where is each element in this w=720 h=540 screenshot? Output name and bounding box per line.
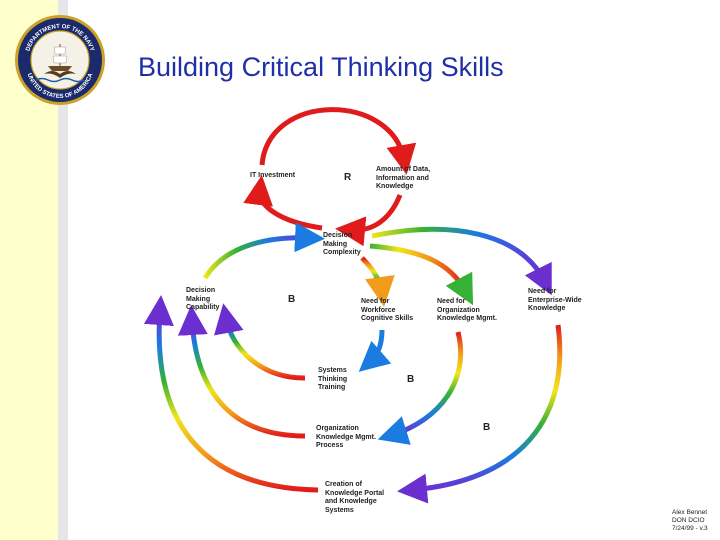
arrow-complexity-to-enterprise (371, 226, 552, 296)
node-amount-of-data: Amount of Data, Information and Knowledg… (376, 166, 431, 190)
slide-footer: Alex Bennet DON DCIO 7/24/99 - v.3 (672, 509, 708, 532)
navy-seal-logo: DEPARTMENT OF THE NAVY UNITED STATES OF … (15, 15, 105, 105)
arrow-workforce-to-systems (358, 329, 392, 372)
node-decision-capability: Decision Making Capability (186, 287, 220, 311)
loop-label-b2: B (407, 374, 415, 385)
loop-label-r: R (344, 172, 352, 183)
arrow-data-to-complexity (335, 194, 403, 247)
node-systems-thinking: Systems Thinking Training (318, 367, 348, 391)
arrow-portal-to-capability (143, 295, 319, 493)
arrow-complexity-to-orgkm (369, 243, 474, 306)
arrow-process-to-capability (177, 305, 306, 439)
loop-label-b3: B (483, 422, 491, 433)
sidebar-divider (58, 0, 68, 540)
arrow-capability-to-complexity (202, 222, 325, 280)
node-knowledge-portal: Creation of Knowledge Portal and Knowled… (325, 481, 385, 514)
slide-title: Building Critical Thinking Skills (138, 52, 504, 82)
node-decision-complexity: Decision Making Complexity (323, 232, 361, 256)
node-need-enterprise: Need for Enterprise-Wide Knowledge (528, 288, 582, 312)
node-org-km-process: Organization Knowledge Mgmt. Process (316, 425, 376, 449)
arrow-orgkm-to-process (377, 331, 464, 445)
arrow-enterprise-to-portal (397, 324, 563, 504)
node-need-workforce: Need for Workforce Cognitive Skills (361, 298, 414, 322)
arrow-it-to-data (259, 107, 417, 175)
node-it-investment: IT Investment (250, 172, 296, 179)
arrow-complexity-to-workforce (360, 256, 395, 307)
loop-label-b1: B (288, 294, 296, 305)
arrow-systems-to-capability (214, 303, 306, 381)
arrow-complexity-to-it (243, 175, 323, 231)
node-need-org-km: Need for Organization Knowledge Mgmt. (437, 298, 497, 322)
